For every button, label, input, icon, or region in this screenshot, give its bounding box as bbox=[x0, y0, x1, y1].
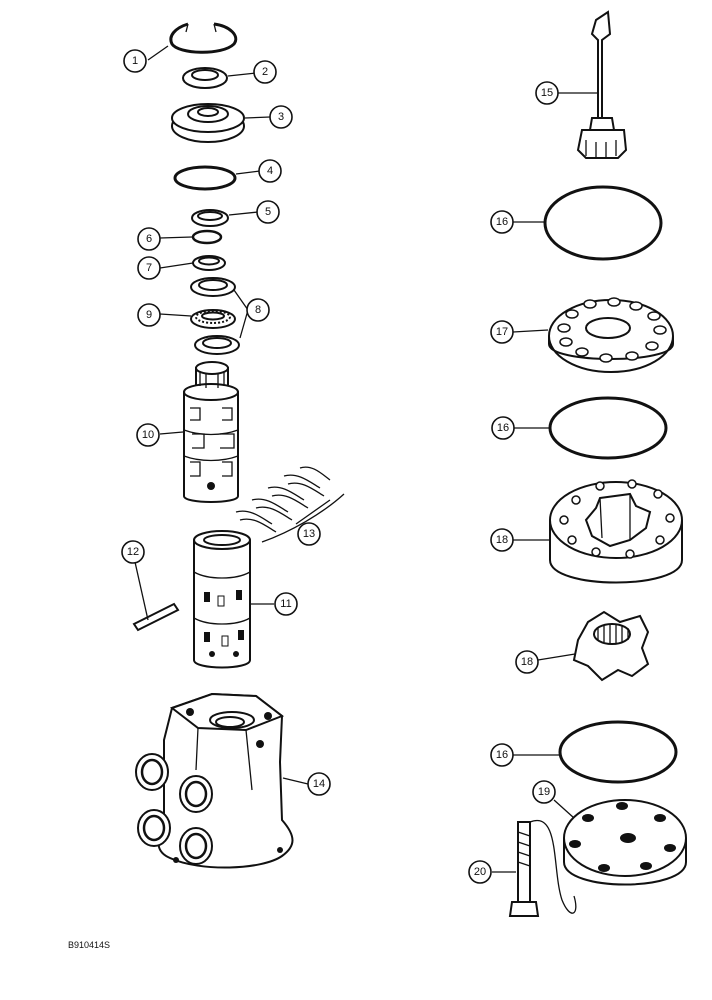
callout-9: 9 bbox=[137, 303, 161, 327]
spacer-plate-part bbox=[548, 297, 674, 373]
callout-5: 5 bbox=[256, 200, 280, 224]
thrust-bearing-part bbox=[190, 277, 240, 355]
callout-12: 12 bbox=[121, 540, 145, 564]
callout-19: 19 bbox=[532, 780, 556, 804]
snap-ring-part bbox=[169, 22, 238, 54]
figure-code: B910414S bbox=[68, 940, 110, 950]
svg-text:15: 15 bbox=[541, 87, 553, 99]
callout-20: 20 bbox=[468, 860, 492, 884]
svg-text:16: 16 bbox=[496, 749, 508, 761]
svg-text:11: 11 bbox=[280, 598, 291, 610]
leader-lines bbox=[134, 45, 597, 873]
svg-text:7: 7 bbox=[146, 262, 152, 274]
svg-text:3: 3 bbox=[278, 111, 284, 123]
svg-text:16: 16 bbox=[496, 216, 508, 228]
callout-17: 17 bbox=[490, 320, 514, 344]
end-cap-part bbox=[563, 799, 687, 886]
bearing-ring-part bbox=[192, 255, 226, 271]
svg-text:13: 13 bbox=[303, 528, 315, 540]
callout-18-star: 18 bbox=[515, 650, 539, 674]
gerotor-ring-part bbox=[549, 479, 683, 584]
svg-text:1: 1 bbox=[132, 55, 138, 67]
ring-part bbox=[191, 209, 229, 227]
seal-ring-part-3 bbox=[558, 720, 678, 784]
seal-part bbox=[182, 67, 228, 89]
sleeve-part bbox=[193, 530, 251, 669]
svg-text:20: 20 bbox=[474, 866, 486, 878]
callout-16-top: 16 bbox=[490, 210, 514, 234]
callout-8: 8 bbox=[246, 298, 270, 322]
callout-11: 11 bbox=[274, 592, 298, 616]
o-ring-part bbox=[173, 165, 237, 191]
callout-7: 7 bbox=[137, 256, 161, 280]
callout-14: 14 bbox=[307, 772, 331, 796]
callout-16-bottom: 16 bbox=[490, 743, 514, 767]
callout-10: 10 bbox=[136, 423, 160, 447]
svg-text:14: 14 bbox=[313, 778, 325, 790]
callout-18-ring: 18 bbox=[490, 528, 514, 552]
centering-springs-part bbox=[235, 466, 345, 543]
callout-4: 4 bbox=[258, 159, 282, 183]
seal-cap-part bbox=[171, 103, 245, 143]
svg-text:18: 18 bbox=[496, 534, 508, 546]
svg-text:2: 2 bbox=[262, 66, 268, 78]
svg-text:8: 8 bbox=[255, 304, 261, 316]
svg-text:17: 17 bbox=[496, 326, 508, 338]
drive-shaft-part bbox=[576, 10, 628, 159]
housing-part bbox=[135, 692, 294, 869]
svg-text:19: 19 bbox=[538, 786, 550, 798]
callout-2: 2 bbox=[253, 60, 277, 84]
pin-part bbox=[132, 602, 180, 632]
svg-text:4: 4 bbox=[267, 165, 273, 177]
callout-1: 1 bbox=[123, 49, 147, 73]
seal-ring-part-2 bbox=[548, 396, 668, 460]
svg-text:12: 12 bbox=[127, 546, 139, 558]
callout-3: 3 bbox=[269, 105, 293, 129]
small-o-ring-part bbox=[191, 229, 223, 245]
seal-ring-part bbox=[543, 185, 663, 261]
callout-13: 13 bbox=[297, 522, 321, 546]
callout-16-middle: 16 bbox=[491, 416, 515, 440]
cap-screw-part bbox=[508, 819, 577, 917]
spool-part bbox=[183, 361, 239, 503]
callout-6: 6 bbox=[137, 227, 161, 251]
svg-text:18: 18 bbox=[521, 656, 533, 668]
callout-15: 15 bbox=[535, 81, 559, 105]
svg-text:9: 9 bbox=[146, 309, 152, 321]
svg-text:5: 5 bbox=[265, 206, 271, 218]
gerotor-star-part bbox=[572, 610, 650, 682]
svg-text:6: 6 bbox=[146, 233, 152, 245]
svg-text:10: 10 bbox=[142, 429, 154, 441]
svg-text:16: 16 bbox=[497, 422, 509, 434]
